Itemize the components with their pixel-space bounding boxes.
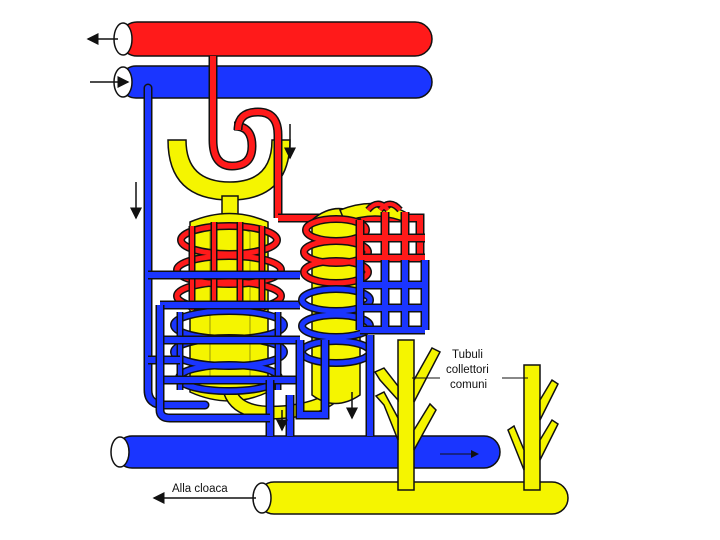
main-artery-vessel [114, 22, 432, 56]
label-to-cloaca: Alla cloaca [172, 483, 228, 495]
main-vein-vessel [114, 66, 432, 98]
bottom-vein-vessel [111, 436, 500, 468]
label-collecting-tubules-1: Tubuli [452, 349, 483, 361]
collecting-tubule-right [508, 365, 558, 490]
label-collecting-tubules-3: comuni [450, 379, 487, 391]
label-collecting-tubules-2: collettori [446, 364, 489, 376]
